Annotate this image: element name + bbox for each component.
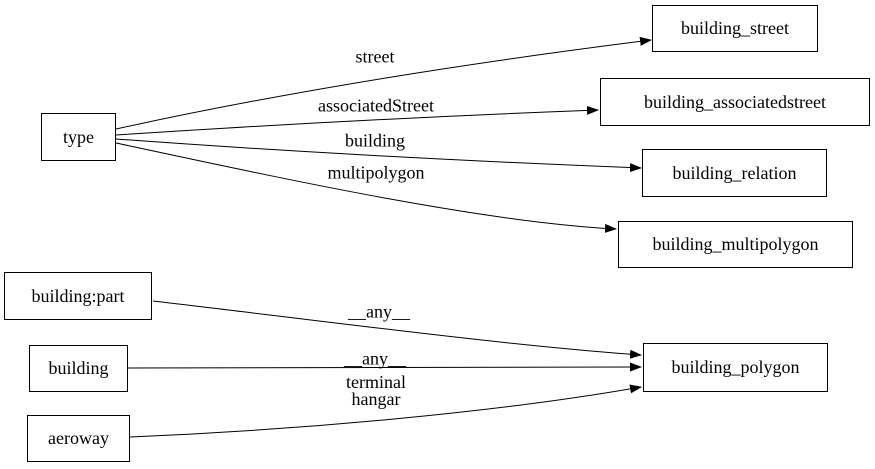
edge-label-terminal-hangar: terminal hangar <box>346 372 406 409</box>
node-building-relation: building_relation <box>642 149 827 197</box>
edge-buildingpart-building_polygon <box>152 300 642 359</box>
edge-type-building_street <box>115 36 652 130</box>
node-type: type <box>41 113 116 161</box>
node-building: building <box>29 345 128 392</box>
node-building-part: building:part <box>4 272 152 320</box>
node-building-associatedstreet-label: building_associatedstreet <box>644 91 826 112</box>
edge-type-building_multipolygon <box>115 142 617 233</box>
edge-building-building_polygon <box>127 362 642 372</box>
node-building-relation-label: building_relation <box>672 162 797 183</box>
node-aeroway: aeroway <box>27 415 130 462</box>
node-building-street: building_street <box>652 5 818 52</box>
edge-aeroway-building_polygon <box>129 384 642 438</box>
node-building-street-label: building_street <box>681 18 789 38</box>
node-building-multipolygon-label: building_multipolygon <box>652 234 819 254</box>
node-building-part-label: building:part <box>31 285 125 306</box>
node-building-label: building <box>48 358 109 378</box>
edge-label-street: street <box>355 46 395 67</box>
edge-label-multipolygon: multipolygon <box>327 162 425 183</box>
edge-type-building_relation <box>115 138 642 173</box>
node-building-polygon: building_polygon <box>643 343 828 392</box>
node-building-associatedstreet: building_associatedstreet <box>600 78 870 126</box>
node-building-polygon-label: building_polygon <box>671 357 800 377</box>
edge-label-building: building <box>344 130 406 151</box>
edge-type-building_associatedstreet <box>115 105 599 136</box>
node-building-multipolygon: building_multipolygon <box>618 221 853 268</box>
edge-label-associatedstreet: associatedStreet <box>318 95 434 116</box>
node-type-label: type <box>63 126 94 147</box>
node-aeroway-label: aeroway <box>48 428 109 448</box>
edge-label-any-building: __any__ <box>344 348 406 369</box>
edge-label-any-buildingpart: __any__ <box>348 301 410 322</box>
